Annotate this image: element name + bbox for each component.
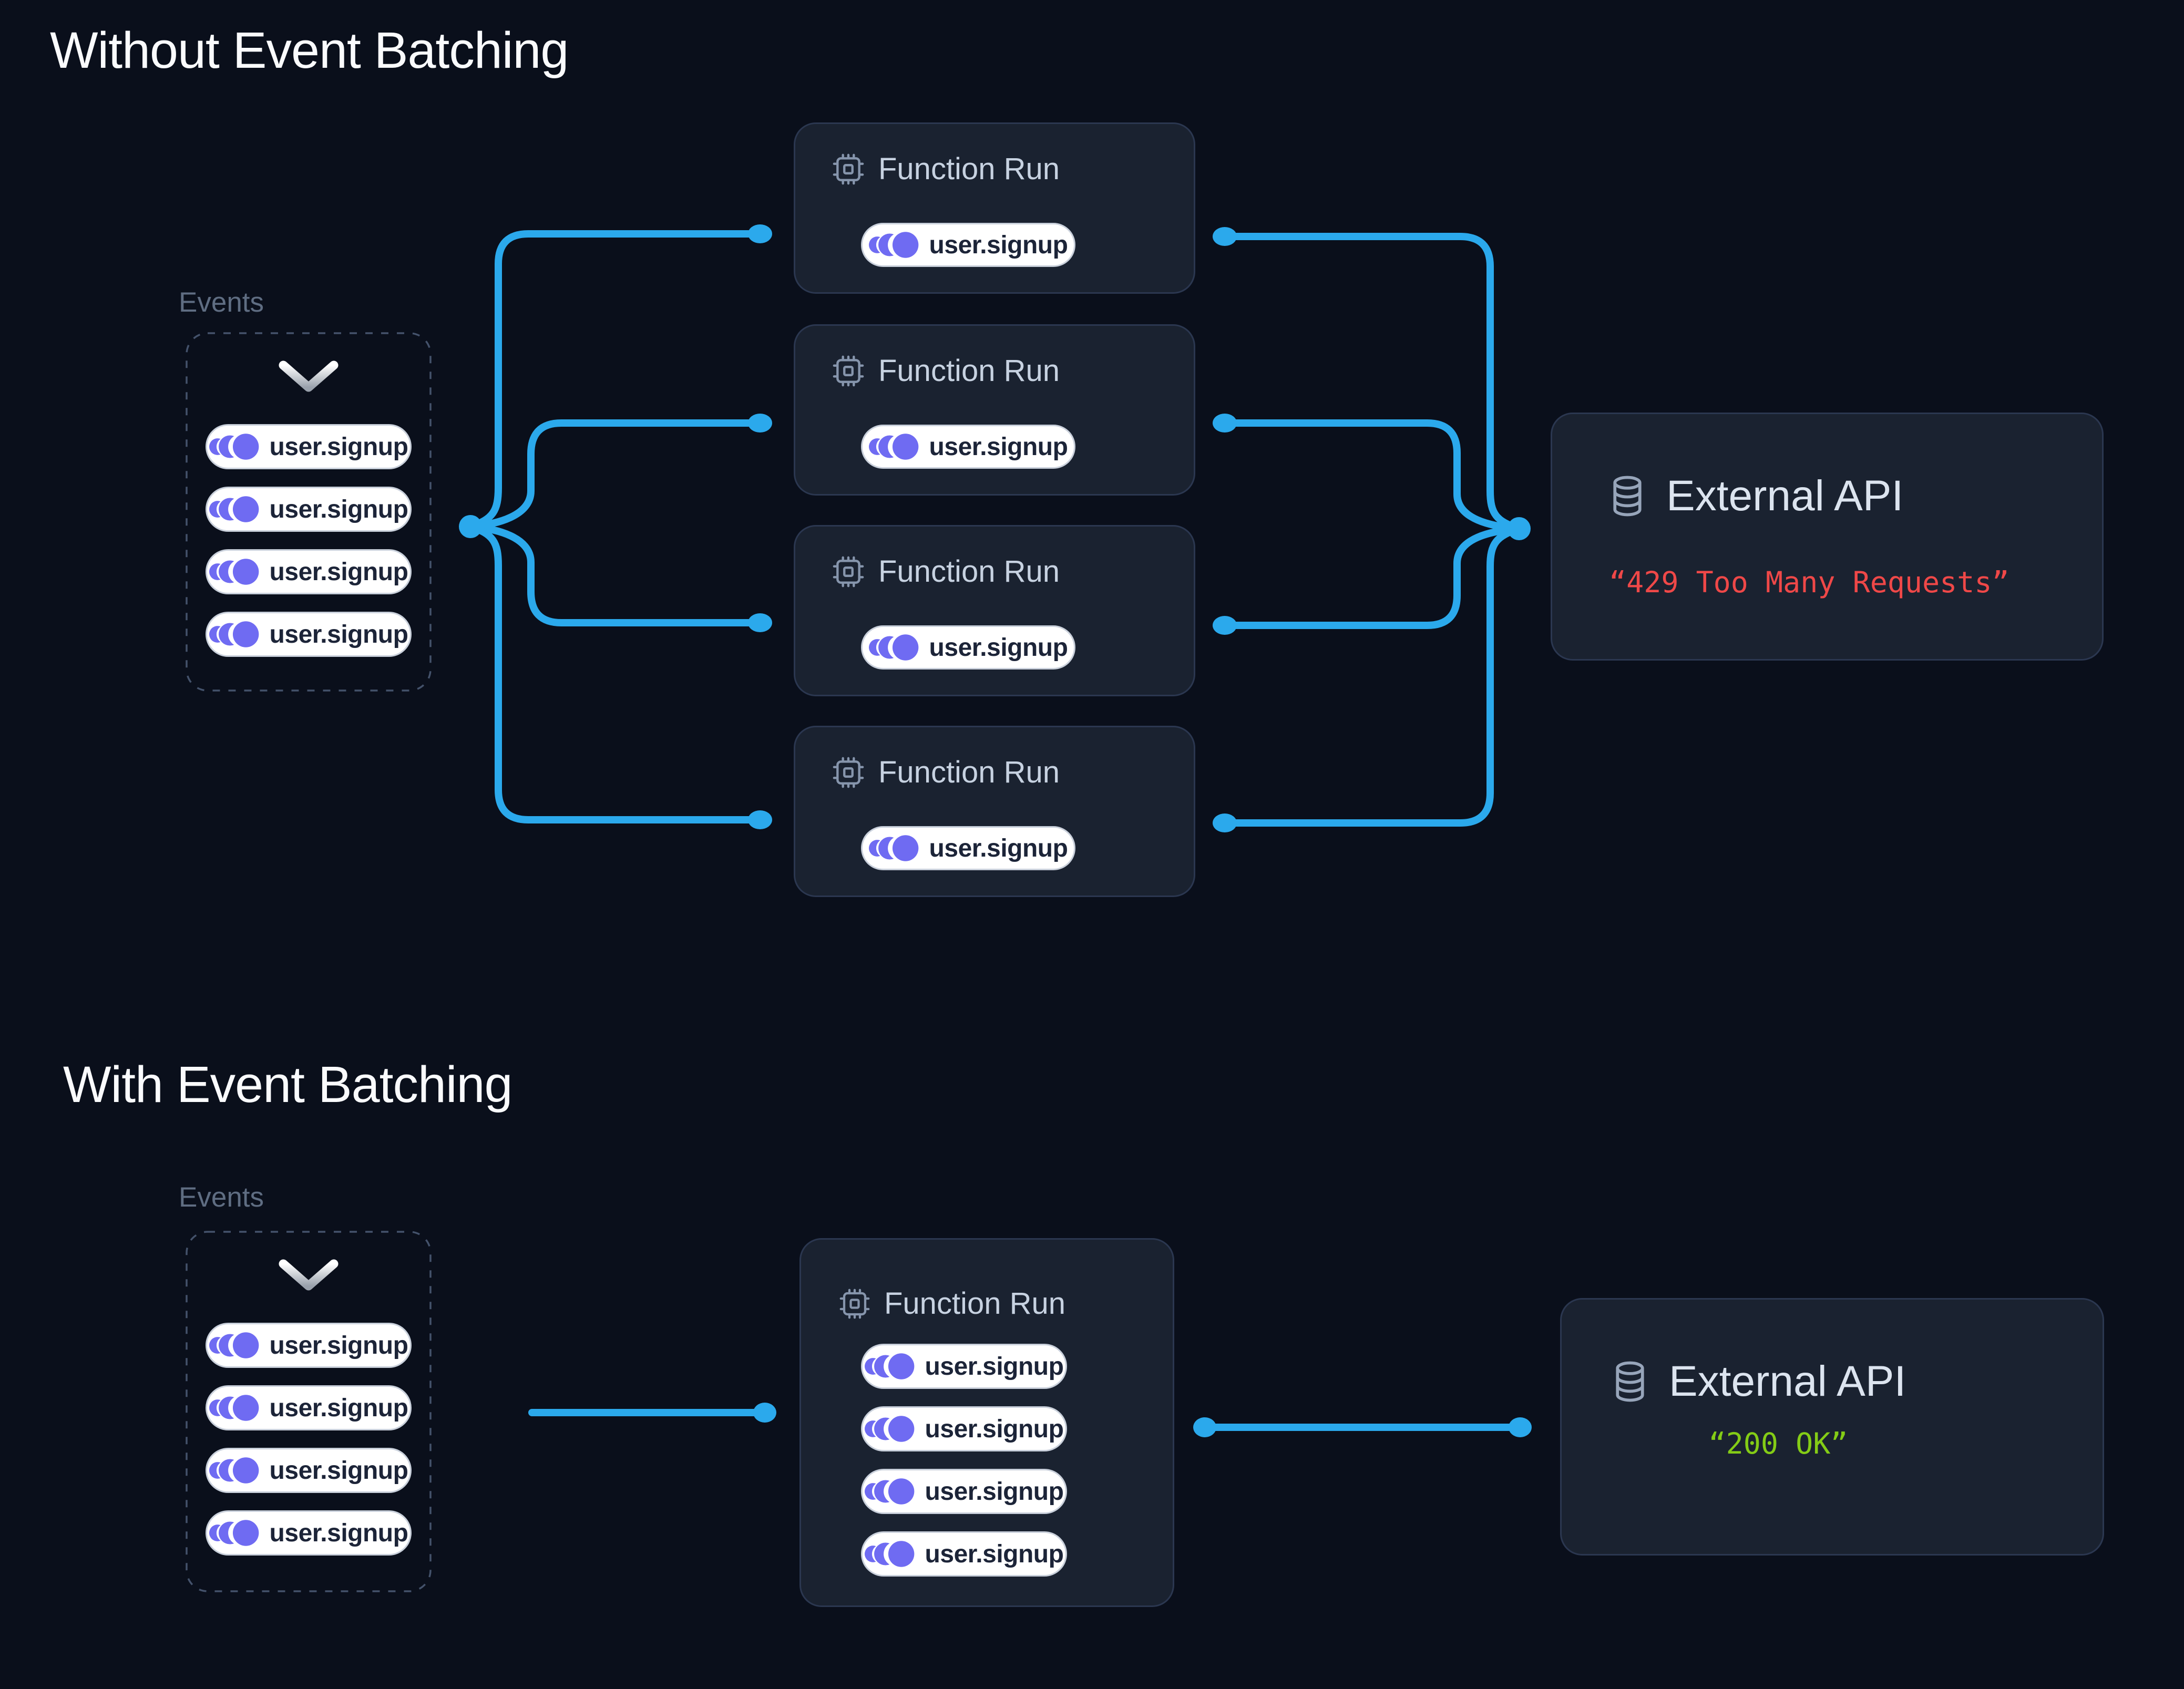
section-title: Without Event Batching (50, 22, 569, 79)
event-icon (868, 434, 918, 460)
event-pill: user.signup (861, 1469, 1067, 1514)
event-pill: user.signup (861, 1344, 1067, 1389)
event-pill-label: user.signup (269, 495, 408, 523)
chevron-down-icon (279, 361, 339, 392)
wire-dot (1508, 517, 1531, 540)
wire-dot (1213, 414, 1237, 432)
dashed-border (186, 1231, 432, 1592)
function-run-card: Function Run user.signup (794, 726, 1195, 897)
wire-dot (459, 515, 482, 538)
batch-wires (528, 1403, 1532, 1437)
api-status-text: “429 Too Many Requests” (1609, 565, 2009, 599)
event-pill: user.signup (206, 424, 412, 469)
events-label: Events (179, 1182, 264, 1213)
event-pill: user.signup (861, 826, 1075, 870)
event-pill-label: user.signup (929, 834, 1068, 862)
event-pill: user.signup (861, 625, 1075, 670)
events-box: user.signup user.signup user.signup (185, 332, 432, 692)
event-icon (864, 1478, 914, 1505)
event-pill-label: user.signup (929, 633, 1068, 662)
database-icon (1613, 476, 1642, 517)
wire-dot (1193, 1417, 1216, 1437)
event-icon (209, 434, 259, 460)
event-pill: user.signup (861, 1406, 1067, 1451)
event-pill: user.signup (861, 1531, 1067, 1577)
event-pill-label: user.signup (269, 1519, 408, 1547)
chevron-down-icon (279, 1259, 339, 1291)
event-pill-label: user.signup (929, 231, 1068, 259)
event-icon (209, 1332, 259, 1358)
function-run-label: Function Run (884, 1286, 1065, 1321)
wire-dot (748, 414, 772, 432)
section-title: With Event Batching (63, 1056, 512, 1113)
event-pill-label: user.signup (269, 432, 408, 461)
event-pill: user.signup (206, 487, 412, 532)
wire-dot (1213, 227, 1237, 246)
event-pill-label: user.signup (269, 1394, 408, 1422)
wire-dot (1509, 1417, 1532, 1437)
external-api-label: External API (1666, 472, 1904, 520)
cpu-chip-icon (833, 355, 864, 386)
wire-dot (1213, 813, 1237, 832)
event-icon (209, 496, 259, 522)
event-pill-label: user.signup (269, 1331, 408, 1360)
wire-dot (748, 613, 772, 632)
events-box: user.signup user.signup user.signup (185, 1230, 432, 1593)
function-run-card: Function Run user.signup (794, 525, 1195, 696)
event-pill-label: user.signup (925, 1477, 1064, 1506)
cpu-chip-icon (833, 757, 864, 788)
function-run-label: Function Run (878, 755, 1060, 789)
fanout-wires (459, 224, 772, 829)
event-pill-label: user.signup (269, 558, 408, 586)
cpu-chip-icon (839, 1289, 870, 1319)
event-icon (868, 232, 918, 258)
external-api-card: External API “200 OK” (1560, 1298, 2104, 1556)
dashed-border (186, 332, 432, 692)
function-run-card: Function Run user.signup (794, 324, 1195, 496)
event-icon (864, 1416, 914, 1442)
event-pill: user.signup (861, 425, 1075, 469)
event-pill: user.signup (206, 1510, 412, 1556)
database-icon (1616, 1361, 1644, 1402)
function-run-label: Function Run (878, 152, 1060, 186)
event-pill-label: user.signup (269, 620, 408, 648)
event-pill: user.signup (206, 549, 412, 594)
event-pill: user.signup (206, 612, 412, 657)
event-icon (209, 1395, 259, 1421)
event-pill-label: user.signup (925, 1415, 1064, 1443)
function-run-label: Function Run (878, 354, 1060, 388)
external-api-card: External API “429 Too Many Requests” (1551, 413, 2104, 661)
external-api-label: External API (1669, 1357, 1906, 1405)
cpu-chip-icon (833, 556, 864, 587)
event-pill: user.signup (206, 1448, 412, 1493)
event-icon (864, 1541, 914, 1567)
function-run-card: Function Run user.signup (799, 1238, 1174, 1607)
event-pill-label: user.signup (929, 432, 1068, 461)
event-icon (868, 835, 918, 861)
event-pill: user.signup (206, 1323, 412, 1368)
fanin-wires (1213, 227, 1531, 832)
event-icon (864, 1353, 914, 1379)
api-status-text: “200 OK” (1708, 1427, 1848, 1460)
event-icon (209, 621, 259, 647)
event-icon (209, 1520, 259, 1546)
event-pill: user.signup (861, 223, 1075, 267)
event-pill-label: user.signup (925, 1540, 1064, 1568)
cpu-chip-icon (833, 153, 864, 184)
event-pill-label: user.signup (269, 1456, 408, 1485)
function-run-label: Function Run (878, 554, 1060, 589)
event-icon (209, 559, 259, 585)
wire-dot (753, 1403, 776, 1423)
wire-dot (748, 810, 772, 829)
event-icon (868, 634, 918, 661)
events-label: Events (179, 287, 264, 318)
event-pill: user.signup (206, 1385, 412, 1430)
event-pill-label: user.signup (925, 1352, 1064, 1381)
function-run-card: Function Run user.signup (794, 122, 1195, 294)
wire-dot (748, 224, 772, 243)
event-icon (209, 1457, 259, 1484)
wire-dot (1213, 616, 1237, 635)
